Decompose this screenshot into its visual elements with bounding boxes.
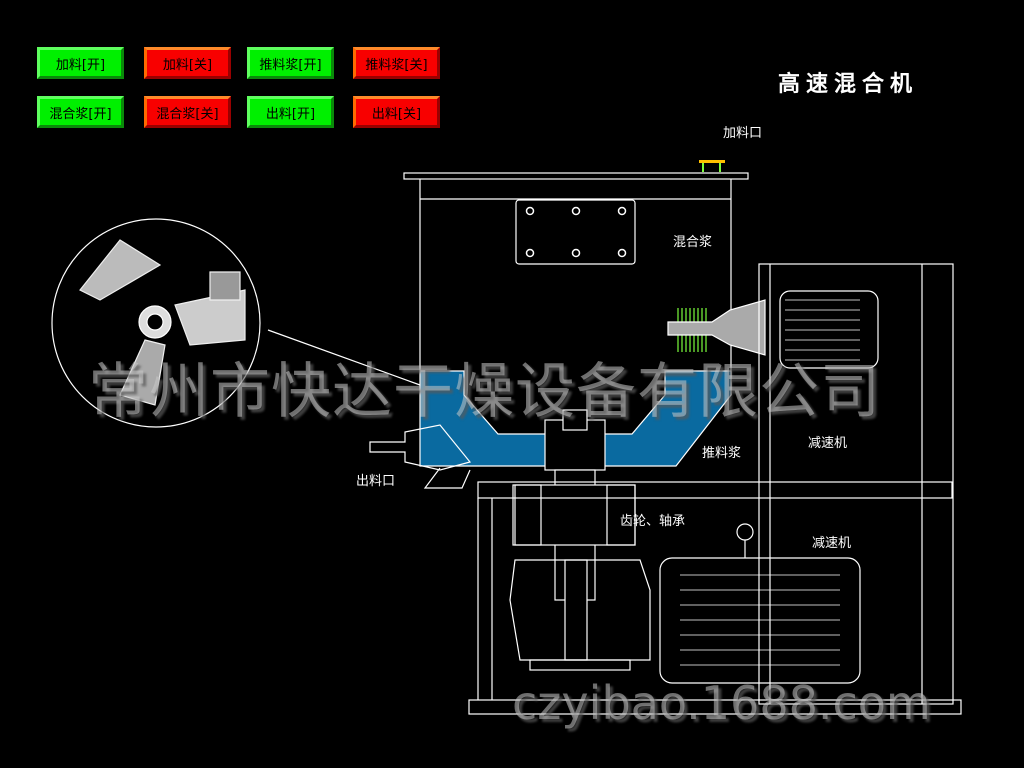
site-watermark: czyibao.1688.com — [512, 676, 931, 730]
gear-bearing-label: 齿轮、轴承 — [620, 514, 686, 529]
impeller-detail — [51, 218, 421, 428]
feed-off-button[interactable]: 加料[关] — [144, 47, 231, 79]
upper-motor — [779, 290, 879, 369]
mix-paddle-on-button[interactable]: 混合浆[开] — [37, 96, 124, 128]
push-paddle-on-button[interactable]: 推料浆[开] — [247, 47, 334, 79]
feed-on-button[interactable]: 加料[开] — [37, 47, 124, 79]
lower-reducer-label: 减速机 — [812, 536, 852, 551]
mix-paddle-off-button[interactable]: 混合浆[关] — [144, 96, 231, 128]
mixing-paddle-label: 混合浆 — [673, 235, 713, 250]
feed-inlet-icon — [699, 160, 725, 163]
discharge-off-button[interactable]: 出料[关] — [353, 96, 440, 128]
feed-inlet-label: 加料口 — [723, 126, 763, 141]
push-paddle-label: 推料浆 — [702, 446, 742, 461]
lower-motor — [659, 557, 861, 684]
company-watermark: 常州市快达干燥设备有限公司 — [88, 357, 881, 427]
outlet-label: 出料口 — [356, 474, 396, 489]
push-paddle-off-button[interactable]: 推料浆[关] — [353, 47, 440, 79]
upper-reducer-label: 减速机 — [808, 436, 848, 451]
mixing-paddle — [667, 299, 766, 356]
page-title: 高速混合机 — [778, 72, 919, 97]
discharge-on-button[interactable]: 出料[开] — [247, 96, 334, 128]
